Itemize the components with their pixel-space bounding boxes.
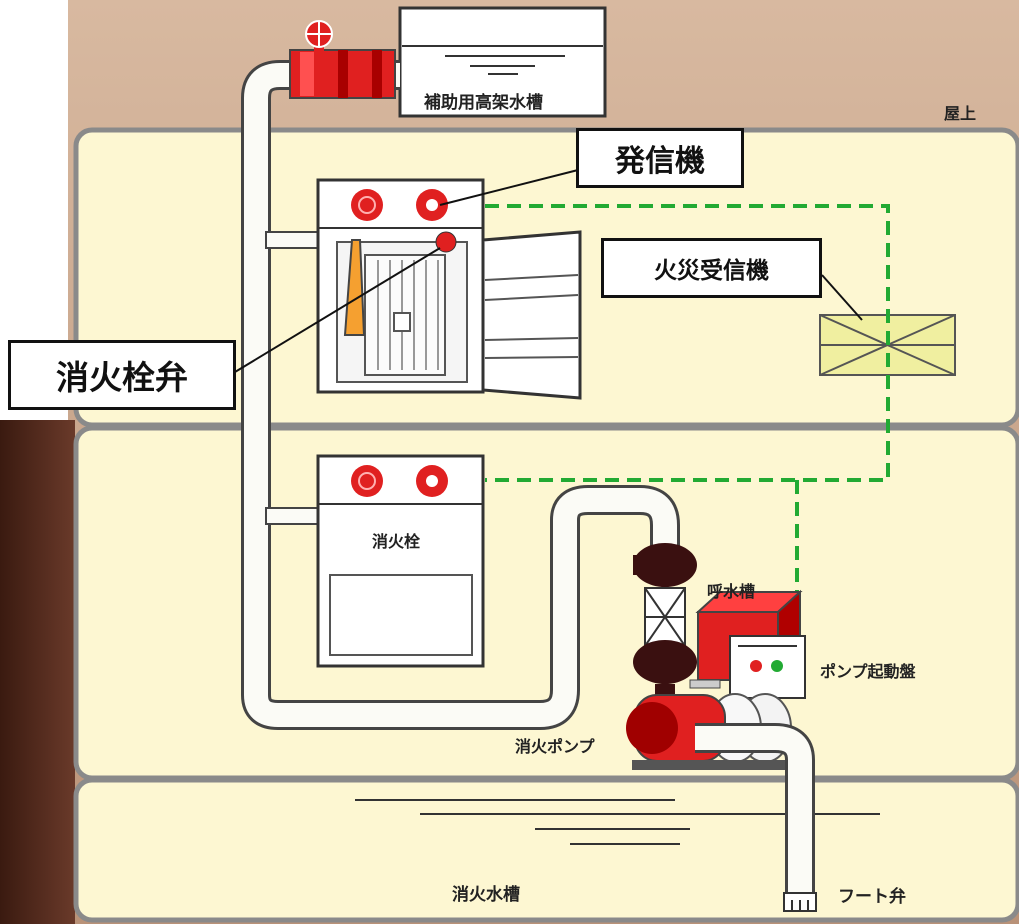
lower-hydrant-cabinet — [316, 454, 485, 668]
left-shadow — [0, 420, 75, 924]
aux-elevated-tank — [398, 6, 607, 118]
leader-lines — [234, 169, 863, 373]
riser-pipe — [241, 60, 680, 730]
hydrant-label: 消火栓 — [372, 532, 421, 551]
left-margin — [0, 0, 68, 345]
transmitter-callout: 発信機 — [576, 128, 744, 188]
water-tank-floor — [73, 777, 1019, 923]
foot-valve-label: フート弁 — [838, 887, 906, 907]
hydrant-valve-callout: 消火栓弁 — [8, 340, 236, 410]
aux-tank-label: 補助用高架水槽 — [424, 93, 543, 113]
priming-tank-label: 呼水槽 — [707, 582, 756, 601]
pump-panel-label: ポンプ起動盤 — [820, 662, 916, 681]
fire-pump-label: 消火ポンプ — [515, 737, 595, 756]
indicator-lamp-icon — [351, 189, 383, 221]
tank-valve-assembly — [289, 20, 396, 99]
fire-receiver-callout: 火災受信機 — [601, 238, 822, 298]
rooftop-label: 屋上 — [944, 104, 977, 123]
pump-assembly — [626, 543, 817, 912]
water-tank-label: 消火水槽 — [452, 885, 520, 905]
upper-hydrant-cabinet — [316, 178, 582, 400]
